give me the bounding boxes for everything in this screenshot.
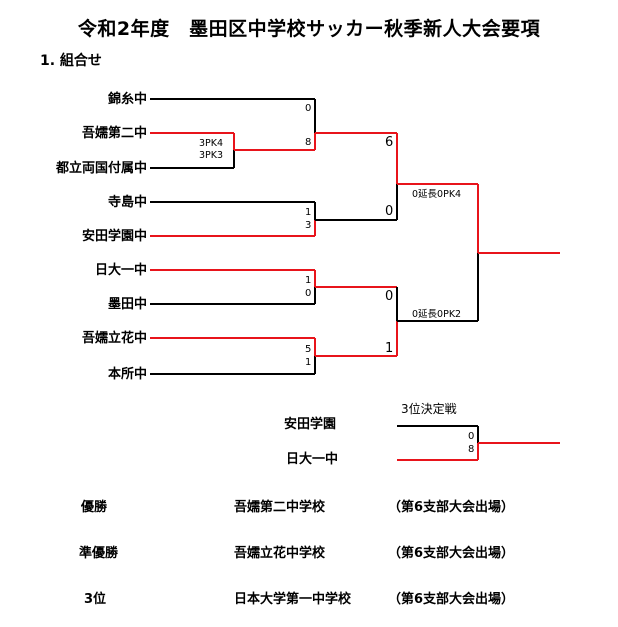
- third-team-top: 安田学園: [284, 417, 337, 432]
- sf2-score-top: 0: [385, 289, 394, 304]
- third-score-bottom: 8: [468, 444, 475, 455]
- qf2-score-top: 1: [305, 207, 312, 218]
- page-title: 令和2年度 墨田区中学校サッカー秋季新人大会要項: [77, 18, 541, 40]
- section-label: 1. 組合せ: [40, 53, 102, 69]
- team-sumida: 墨田中: [107, 297, 147, 312]
- sf1-score-bottom: 0: [385, 204, 394, 219]
- result-school-3: 日本大学第一中学校: [234, 592, 352, 607]
- team-nichidai-ichi: 日大一中: [94, 263, 147, 278]
- qf4-score-bottom: 1: [305, 357, 312, 368]
- result-rank-2: 準優勝: [79, 546, 119, 561]
- team-ryogoku: 都立両国付属中: [55, 161, 147, 176]
- team-kinshi: 錦糸中: [107, 92, 147, 107]
- team-terajima: 寺島中: [107, 195, 147, 210]
- qf3-score-bottom: 0: [305, 288, 312, 299]
- third-place-label: 3位決定戦: [401, 402, 457, 416]
- third-team-bottom: 日大一中: [286, 452, 339, 467]
- team-azuma-tachibana: 吾嬬立花中: [81, 331, 147, 346]
- qf1-score-top: 0: [305, 103, 312, 114]
- result-school-1: 吾嬬第二中学校: [234, 500, 326, 515]
- result-note-2: （第6支部大会出場）: [388, 546, 515, 561]
- result-rank-1: 優勝: [81, 500, 108, 515]
- result-rank-3: 3位: [84, 592, 107, 607]
- final-score-top: 0延長0PK4: [412, 189, 462, 200]
- qf1-score-bottom: 8: [305, 137, 312, 148]
- team-yasuda: 安田学園中: [81, 229, 147, 244]
- pk-score-bottom: 3PK3: [199, 150, 224, 161]
- pk-score-top: 3PK4: [199, 138, 224, 149]
- qf4-score-top: 5: [305, 344, 312, 355]
- team-honjo: 本所中: [107, 367, 147, 382]
- result-school-2: 吾嬬立花中学校: [234, 546, 326, 561]
- sf1-score-top: 6: [385, 135, 394, 150]
- sf2-score-bottom: 1: [385, 341, 394, 356]
- qf2-score-bottom: 3: [305, 220, 312, 231]
- final-score-bottom: 0延長0PK2: [412, 309, 462, 320]
- team-azuma-daini: 吾嬬第二中: [81, 126, 147, 141]
- result-note-1: （第6支部大会出場）: [388, 500, 515, 515]
- result-note-3: （第6支部大会出場）: [388, 592, 515, 607]
- qf3-score-top: 1: [305, 275, 312, 286]
- third-score-top: 0: [468, 431, 475, 442]
